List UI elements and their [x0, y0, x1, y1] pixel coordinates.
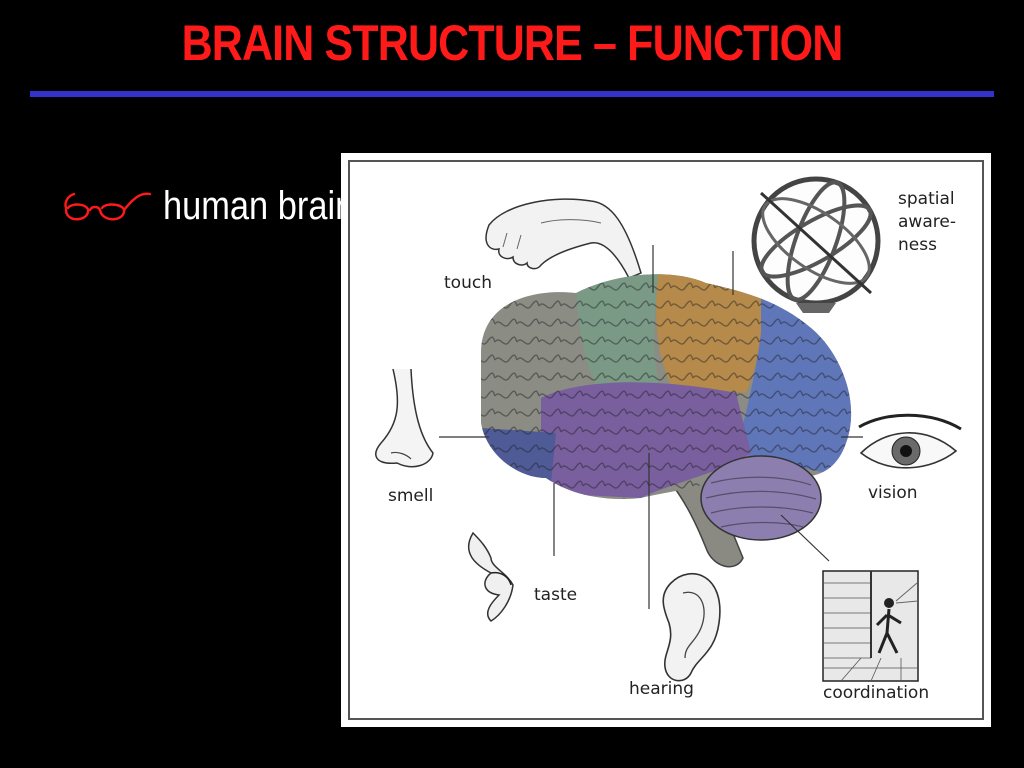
ear-icon — [662, 573, 721, 682]
label-coordination: coordination — [823, 683, 930, 703]
brain-function-diagram: touch spatial aware- ness smell vision t… — [341, 153, 991, 727]
label-vision: vision — [868, 483, 918, 503]
title-divider — [30, 91, 994, 97]
label-smell: smell — [388, 486, 434, 506]
eye-icon — [858, 413, 962, 469]
label-hearing: hearing — [629, 679, 694, 699]
label-spatial-awareness-1: spatial — [898, 189, 955, 209]
bullet-text: human brain — [163, 184, 355, 228]
label-spatial-awareness-2: aware- — [898, 212, 956, 232]
lips-icon — [467, 531, 514, 622]
slide-title: BRAIN STRUCTURE – FUNCTION — [181, 15, 844, 71]
label-touch: touch — [444, 273, 492, 293]
walking-figure-icon — [822, 570, 919, 682]
hand-icon — [485, 198, 642, 279]
spectacles-icon — [64, 192, 152, 221]
armillary-sphere-icon — [751, 176, 881, 313]
nose-icon — [375, 368, 434, 468]
label-spatial-awareness-3: ness — [898, 235, 937, 255]
label-taste: taste — [534, 585, 578, 605]
